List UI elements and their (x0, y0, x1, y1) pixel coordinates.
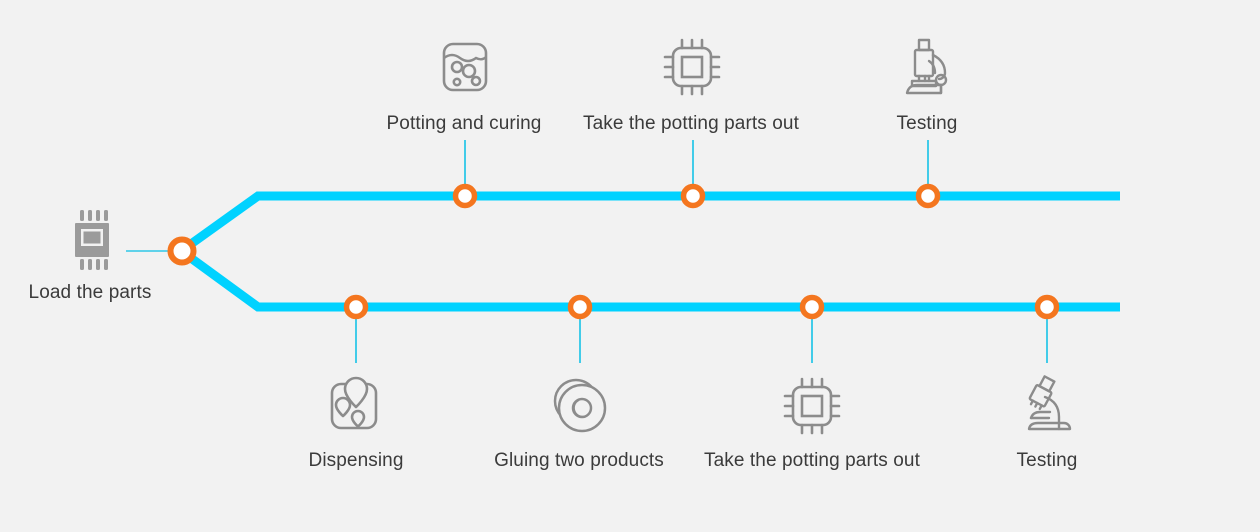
fork-lower-line (181, 249, 1120, 312)
node-marker-potting-and-curing[interactable] (452, 183, 478, 209)
node-marker-start[interactable] (167, 236, 197, 266)
microscope-tilted-icon (1011, 370, 1083, 442)
node-marker-testing-bottom[interactable] (1034, 294, 1060, 320)
step-label-testing-top: Testing (896, 113, 958, 134)
chip-outline-icon (776, 370, 848, 442)
node-marker-take-the-potting-parts-out-top[interactable] (680, 183, 706, 209)
step-label-load-the-parts: Load the parts (28, 282, 152, 303)
chip-outline-icon (656, 31, 728, 103)
node-marker-testing-top[interactable] (915, 183, 941, 209)
node-marker-gluing-two-products[interactable] (567, 294, 593, 320)
step-label-take-the-potting-parts-out-top: Take the potting parts out (583, 113, 799, 134)
step-label-dispensing: Dispensing (308, 450, 404, 471)
potting-liquid-icon (429, 31, 501, 103)
chip-solid-icon (56, 204, 128, 276)
step-label-testing-bottom: Testing (1016, 450, 1078, 471)
node-marker-dispensing[interactable] (343, 294, 369, 320)
microscope-upright-icon (891, 31, 963, 103)
fork-upper-line (181, 191, 1120, 253)
node-marker-take-the-potting-parts-out-bottom[interactable] (799, 294, 825, 320)
step-label-potting-and-curing: Potting and curing (386, 113, 542, 134)
step-label-take-the-potting-parts-out-bottom: Take the potting parts out (704, 450, 920, 471)
gluing-discs-icon (544, 370, 616, 442)
dispensing-droplets-icon (320, 370, 392, 442)
step-label-gluing-two-products: Gluing two products (494, 450, 664, 471)
